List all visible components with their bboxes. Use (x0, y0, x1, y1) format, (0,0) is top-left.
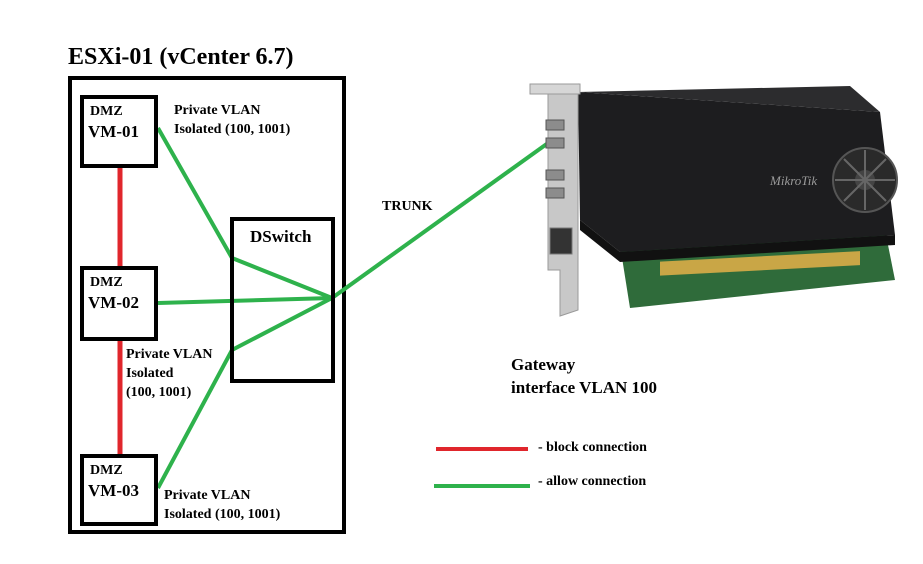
pvlan-note-vm01-line2: Isolated (100, 1001) (174, 122, 291, 137)
rj45-port (549, 227, 573, 255)
sfp-port-3 (545, 169, 565, 181)
vm-02-name: VM-02 (88, 293, 139, 312)
vm-02-box: DMZ VM-02 (80, 266, 158, 341)
pvlan-note-vm03: Private VLAN Isolated (100, 1001) (164, 486, 280, 524)
gateway-title: Gateway (511, 355, 576, 374)
sfp-port-4 (545, 187, 565, 199)
pvlan-note-vm01: Private VLAN Isolated (100, 1001) (174, 101, 290, 139)
pvlan-note-vm02-line1: Private VLAN (126, 347, 213, 362)
gateway-interface: interface VLAN 100 (511, 378, 658, 397)
mounting-bracket (539, 83, 579, 317)
trunk-label: TRUNK (382, 199, 433, 214)
pvlan-note-vm02: Private VLAN Isolated (100, 1001) (126, 345, 212, 402)
vm-01-zone: DMZ (90, 104, 123, 119)
sfp-port-1 (545, 119, 565, 131)
dswitch-box: DSwitch (230, 217, 335, 383)
legend-allow-label: - allow connection (538, 474, 647, 489)
esxi-host-box (68, 76, 346, 534)
bracket-tab (529, 83, 581, 95)
trunk-line (330, 131, 564, 300)
sfp-port-2 (545, 137, 565, 149)
allow-line-vm02-switch (157, 296, 333, 305)
host-title: ESXi-01 (vCenter 6.7) (68, 44, 294, 70)
card-top (578, 86, 880, 112)
vm-01-box: DMZ VM-01 (80, 95, 158, 168)
dswitch-label: DSwitch (250, 227, 312, 246)
pcb-contacts (660, 251, 860, 276)
card-body (578, 92, 895, 252)
legend-block-label: - block connection (538, 440, 647, 455)
vm-03-zone: DMZ (90, 463, 123, 478)
vm-03-name: VM-03 (88, 481, 139, 500)
vm-03-box: DMZ VM-03 (80, 454, 158, 526)
vm-01-name: VM-01 (88, 122, 139, 141)
pvlan-note-vm02-line2: Isolated (126, 366, 174, 381)
vm-02-zone: DMZ (90, 275, 123, 290)
pvlan-note-vm03-line2: Isolated (100, 1001) (164, 507, 281, 522)
brand-logo: MikroTik (769, 173, 817, 188)
pvlan-note-vm03-line1: Private VLAN (164, 488, 251, 503)
pvlan-note-vm01-line1: Private VLAN (174, 103, 261, 118)
pvlan-note-vm02-line3: (100, 1001) (126, 385, 192, 400)
network-card-image: MikroTik (529, 83, 898, 317)
card-side (580, 220, 895, 262)
gateway-caption: Gateway interface VLAN 100 (511, 353, 657, 399)
legend-swatches (434, 447, 530, 488)
